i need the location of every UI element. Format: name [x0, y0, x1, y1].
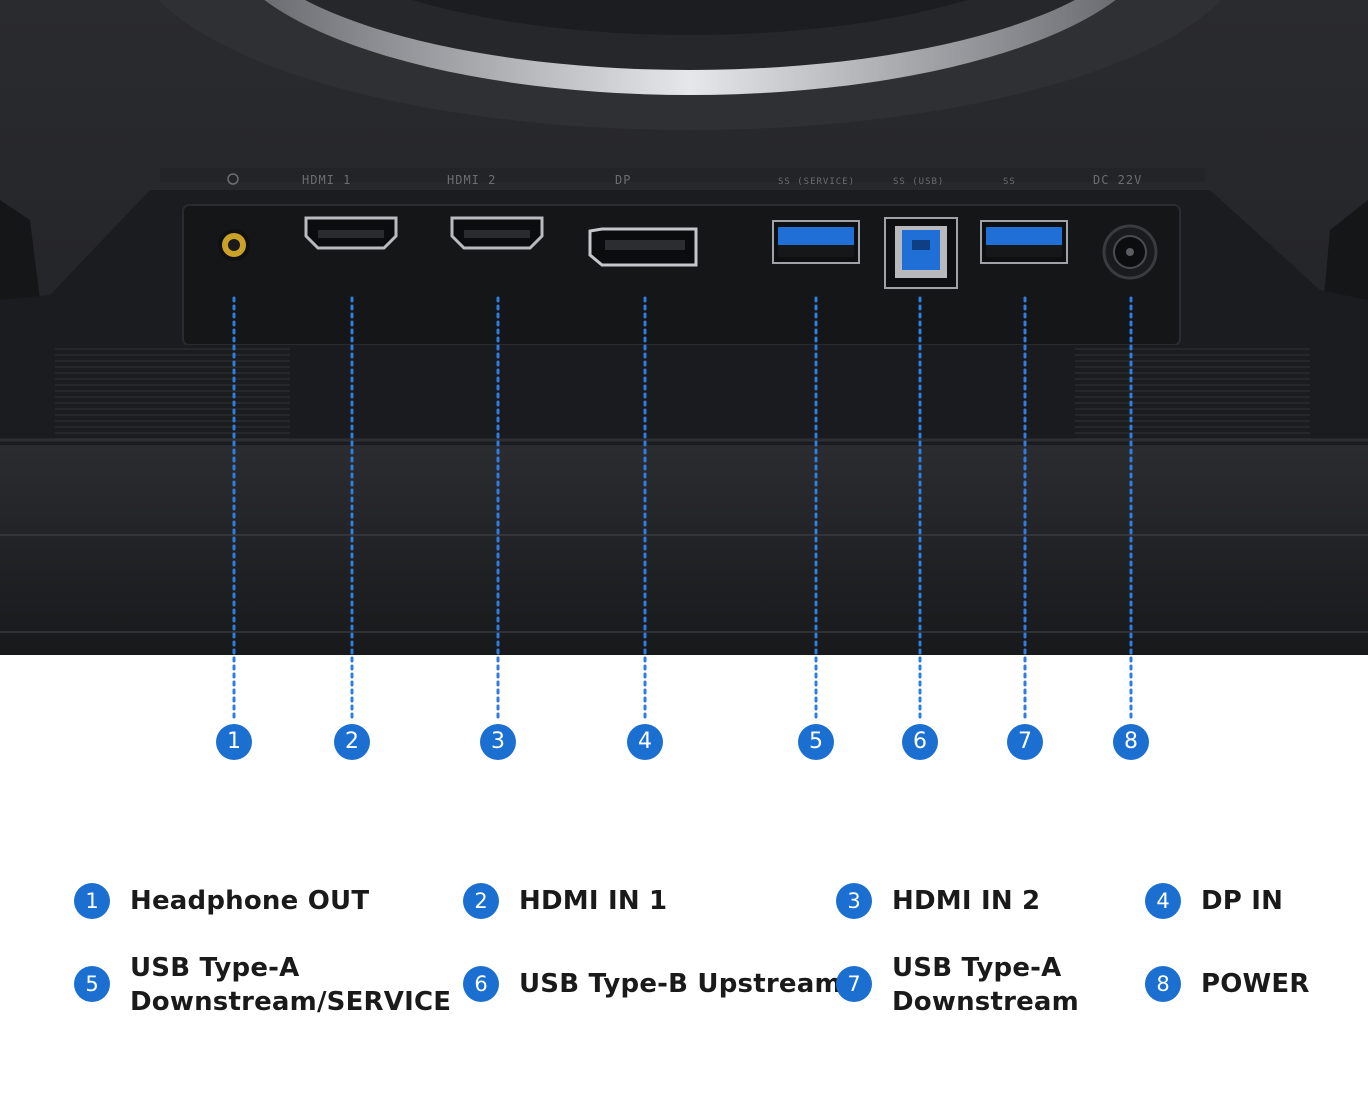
legend-label-8: POWER — [1201, 967, 1310, 1001]
port-marker-4: 4 — [627, 724, 663, 760]
displayport-icon — [588, 227, 698, 267]
hdmi-port-icon — [450, 216, 544, 250]
panel-label-hdmi1: HDMI 1 — [302, 173, 351, 187]
panel-label-dp: DP — [615, 173, 631, 187]
port-marker-8: 8 — [1113, 724, 1149, 760]
leader-lines — [232, 296, 1133, 724]
legend-label-2: HDMI IN 1 — [519, 884, 667, 918]
legend-label-7-line-1: USB Type-A — [892, 953, 1062, 983]
dc-power-jack-icon — [1102, 224, 1158, 280]
legend-label-2-line-1: HDMI IN 1 — [519, 886, 668, 916]
legend-label-4: DP IN — [1201, 884, 1283, 918]
panel-label-usb-a: SS — [1003, 177, 1016, 187]
legend-label-8-line-1: POWER — [1201, 969, 1310, 999]
legend-label-7-line-2: Downstream — [892, 987, 1079, 1017]
port-marker-2: 2 — [334, 724, 370, 760]
legend-label-5-line-2: Downstream/SERVICE — [130, 987, 452, 1017]
usb-b-port-icon — [884, 217, 958, 289]
hdmi-port-icon — [304, 216, 398, 250]
stand-ring — [158, 0, 1222, 130]
panel-labels: HDMI 1 HDMI 2 DP SS (SERVICE) SS (USB) S… — [227, 173, 1142, 187]
legend-label-1: Headphone OUT — [130, 884, 369, 918]
legend-label-6-line-1: USB Type-B Upstream — [519, 969, 842, 999]
legend-label-5-line-1: USB Type-A — [130, 953, 300, 983]
legend-badge-5: 5 — [74, 966, 110, 1002]
panel-label-usb-b: SS (USB) — [893, 177, 944, 187]
legend-label-5: USB Type-A Downstream/SERVICE — [130, 951, 451, 1019]
legend-label-3: HDMI IN 2 — [892, 884, 1040, 918]
legend-label-3-line-1: HDMI IN 2 — [892, 886, 1041, 916]
legend-badge-7: 7 — [836, 966, 872, 1002]
headphone-jack-icon — [218, 229, 250, 261]
panel-label-usb-service: SS (SERVICE) — [778, 177, 855, 187]
port-marker-1: 1 — [216, 724, 252, 760]
usb-a-port-icon — [980, 220, 1068, 264]
headphone-label-icon — [227, 173, 239, 185]
legend-label-6: USB Type-B Upstream — [519, 967, 842, 1001]
legend-label-7: USB Type-A Downstream — [892, 951, 1079, 1019]
panel-label-dc: DC 22V — [1093, 173, 1142, 187]
legend-badge-2: 2 — [463, 883, 499, 919]
legend-label-4-line-1: DP IN — [1201, 886, 1284, 916]
monitor-rear-panel: HDMI 1 HDMI 2 DP SS (SERVICE) SS (USB) S… — [0, 0, 1368, 655]
usb-a-port-icon — [772, 220, 860, 264]
port-marker-7: 7 — [1007, 724, 1043, 760]
legend-badge-8: 8 — [1145, 966, 1181, 1002]
legend-badge-1: 1 — [74, 883, 110, 919]
legend-badge-6: 6 — [463, 966, 499, 1002]
port-marker-3: 3 — [480, 724, 516, 760]
port-marker-5: 5 — [798, 724, 834, 760]
panel-label-hdmi2: HDMI 2 — [447, 173, 496, 187]
port-marker-6: 6 — [902, 724, 938, 760]
legend-badge-4: 4 — [1145, 883, 1181, 919]
legend-label-1-line-1: Headphone OUT — [130, 886, 370, 916]
legend-badge-3: 3 — [836, 883, 872, 919]
